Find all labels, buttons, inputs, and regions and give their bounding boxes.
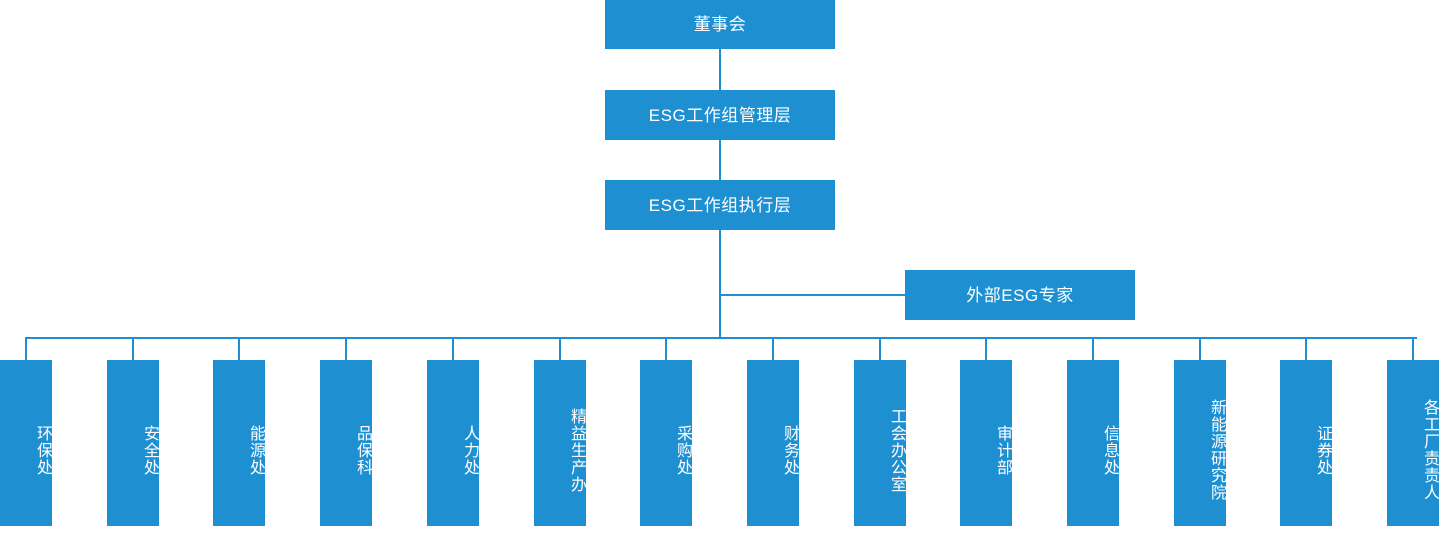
node-esg-management-layer[interactable]: ESG工作组管理层 <box>605 90 835 140</box>
connector-execution-spine <box>719 230 721 339</box>
node-label-department: 各工厂责责人 <box>1421 399 1438 501</box>
node-label-department: 品保科 <box>354 424 371 476</box>
node-label-department: 审计部 <box>994 424 1011 476</box>
node-department[interactable]: 人力处 <box>427 360 479 526</box>
node-label-department: 能源处 <box>247 424 264 476</box>
node-department[interactable]: 安全处 <box>107 360 159 526</box>
connector-bus-to-department <box>1199 337 1201 360</box>
node-label-management: ESG工作组管理层 <box>648 105 792 125</box>
node-label-department: 精益生产办 <box>568 407 585 493</box>
node-department[interactable]: 精益生产办 <box>534 360 586 526</box>
node-label-advisor: 外部ESG专家 <box>966 285 1074 305</box>
node-label-department: 新能源研究院 <box>1208 399 1225 501</box>
node-department[interactable]: 环保处 <box>0 360 52 526</box>
connector-bus-to-department <box>879 337 881 360</box>
node-department[interactable]: 信息处 <box>1067 360 1119 526</box>
connector-bus-to-department <box>665 337 667 360</box>
node-label-department: 环保处 <box>34 424 51 476</box>
connector-bus-to-department <box>452 337 454 360</box>
node-department[interactable]: 工会办公室 <box>854 360 906 526</box>
node-label-department: 人力处 <box>461 424 478 476</box>
node-department[interactable]: 各工厂责责人 <box>1387 360 1439 526</box>
node-label-execution: ESG工作组执行层 <box>648 195 792 215</box>
connector-bus-to-department <box>1305 337 1307 360</box>
connector-department-bus <box>25 337 1417 339</box>
connector-bus-to-department <box>345 337 347 360</box>
node-department[interactable]: 财务处 <box>747 360 799 526</box>
node-label-department: 采购处 <box>674 424 691 476</box>
connector-bus-to-department <box>132 337 134 360</box>
node-external-esg-advisor[interactable]: 外部ESG专家 <box>905 270 1135 320</box>
connector-root-to-management <box>719 49 721 90</box>
node-label-department: 财务处 <box>781 424 798 476</box>
connector-bus-to-department <box>559 337 561 360</box>
node-esg-execution-layer[interactable]: ESG工作组执行层 <box>605 180 835 230</box>
connector-bus-to-department <box>1092 337 1094 360</box>
node-label-department: 安全处 <box>141 424 158 476</box>
connector-bus-to-department <box>25 337 27 360</box>
node-department[interactable]: 证券处 <box>1280 360 1332 526</box>
node-department[interactable]: 品保科 <box>320 360 372 526</box>
node-label-department: 信息处 <box>1101 424 1118 476</box>
connector-bus-to-department <box>238 337 240 360</box>
node-label-root: 董事会 <box>693 15 747 34</box>
node-label-department: 证券处 <box>1314 424 1331 476</box>
connector-bus-to-department <box>772 337 774 360</box>
node-department[interactable]: 采购处 <box>640 360 692 526</box>
node-department[interactable]: 能源处 <box>213 360 265 526</box>
node-board-of-directors[interactable]: 董事会 <box>605 0 835 49</box>
connector-spine-to-advisor <box>719 294 905 296</box>
connector-bus-to-department <box>985 337 987 360</box>
node-department[interactable]: 审计部 <box>960 360 1012 526</box>
node-label-department: 工会办公室 <box>888 407 905 493</box>
connector-management-to-execution <box>719 140 721 180</box>
connector-bus-to-department <box>1412 337 1414 360</box>
node-department[interactable]: 新能源研究院 <box>1174 360 1226 526</box>
